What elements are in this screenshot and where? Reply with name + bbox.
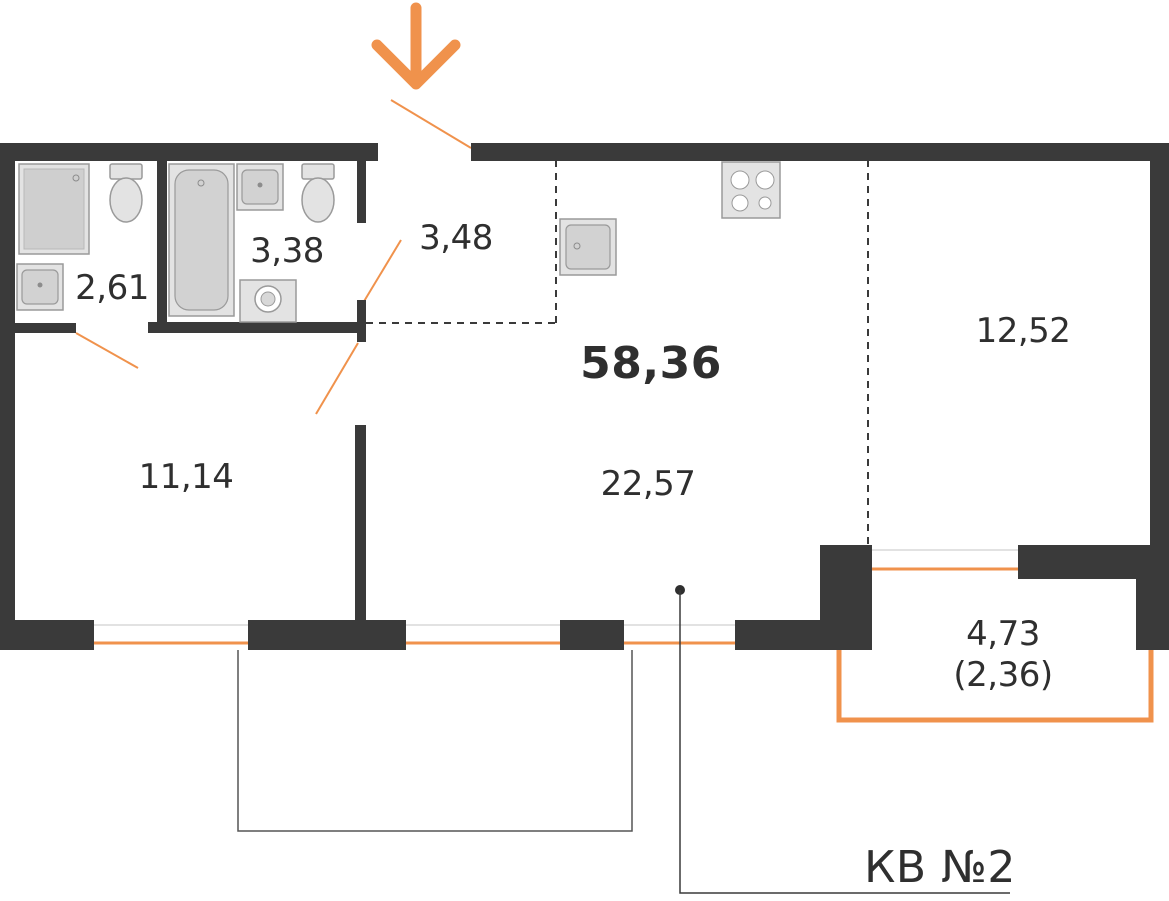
- area-bedroom-left: 11,14: [139, 457, 234, 497]
- apartment-label: КВ №2: [864, 842, 1016, 893]
- terrace-outline: [237, 650, 633, 832]
- toilet-icon: [301, 163, 335, 223]
- toilet-icon: [109, 163, 143, 223]
- windows: [94, 545, 1018, 650]
- area-bathroom-small: 2,61: [75, 268, 149, 308]
- window-bedroom-left: [94, 620, 248, 650]
- area-bedroom-right: 12,52: [976, 311, 1071, 351]
- area-balcony: 4,73: [966, 614, 1040, 654]
- zone-dividers: [366, 160, 869, 545]
- washing-machine-icon: [239, 279, 297, 323]
- area-living-kitchen: 22,57: [601, 464, 696, 504]
- window-living-1: [406, 620, 560, 650]
- door-swings: [75, 99, 472, 415]
- area-bathroom-main: 3,38: [250, 231, 324, 271]
- sink-icon: [559, 218, 617, 276]
- sink-icon: [236, 163, 284, 211]
- bathtub-icon: [168, 163, 235, 317]
- sink-icon: [16, 263, 64, 311]
- shower-tray-icon: [18, 163, 90, 255]
- entrance-arrow-icon: [371, 2, 461, 90]
- window-bedroom-right: [872, 545, 1018, 579]
- stove-icon: [721, 161, 781, 219]
- total-area: 58,36: [580, 338, 722, 389]
- walls: [0, 143, 1169, 650]
- area-balcony-reduced: (2,36): [953, 655, 1052, 695]
- balcony-outline: [836, 650, 1154, 723]
- area-hallway: 3,48: [419, 218, 493, 258]
- label-leader: [675, 585, 1010, 894]
